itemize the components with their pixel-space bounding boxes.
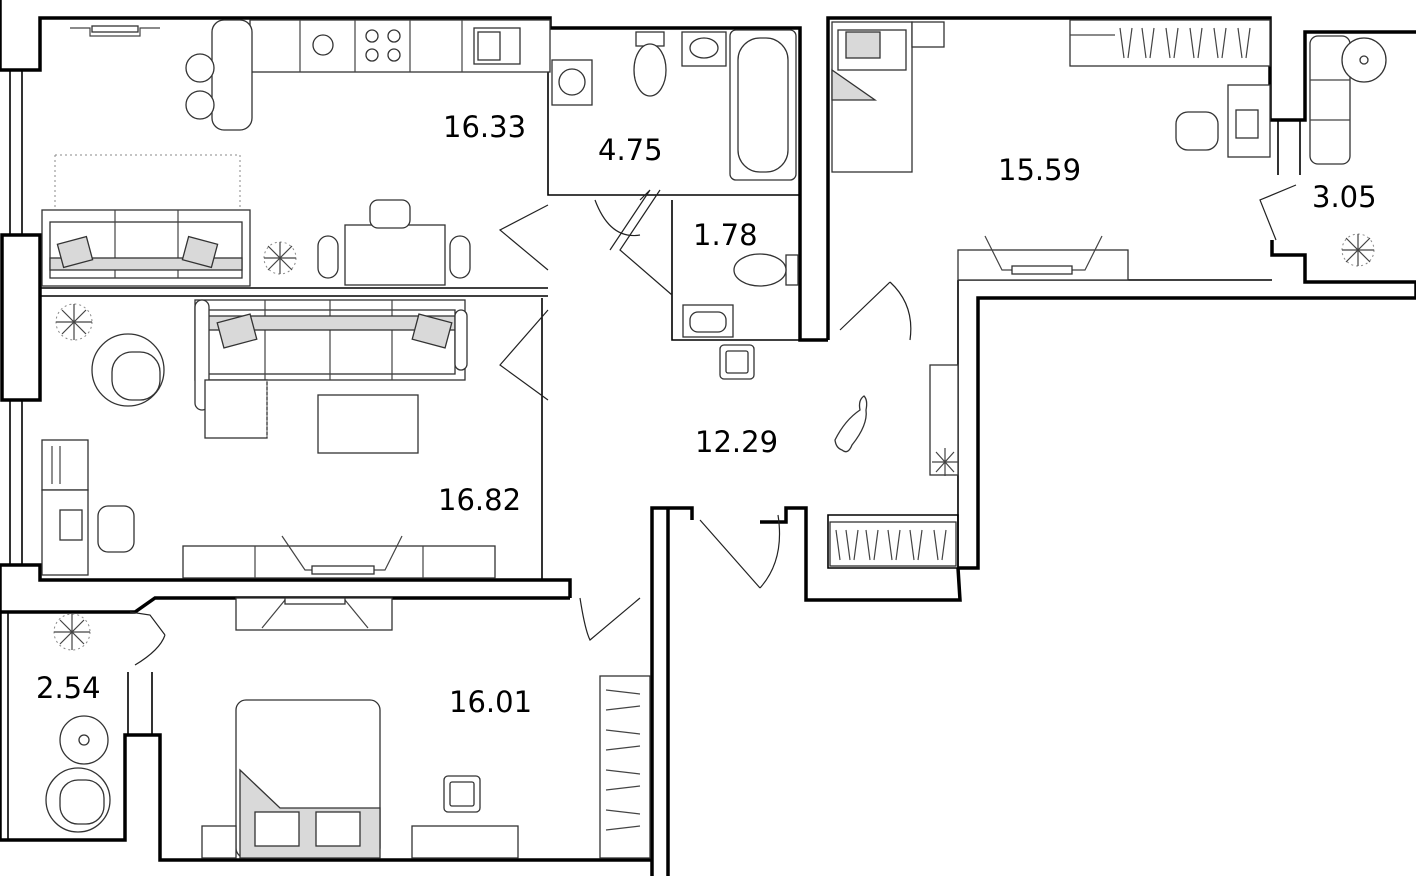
cat-icon: [834, 395, 868, 453]
armchair: [45, 767, 111, 833]
area-label-bedroom-bottom: 16.01: [449, 685, 532, 719]
plant-icon: [1341, 233, 1375, 267]
area-label-bedroom-right: 15.59: [998, 153, 1081, 187]
bedroom-right-furniture: [831, 19, 1271, 281]
area-label-bathroom: 4.75: [598, 133, 663, 167]
wardrobe: [829, 521, 957, 567]
area-label-kitchen-living: 16.33: [443, 110, 526, 144]
hallway-furniture: [829, 364, 959, 567]
doors: [129, 184, 1297, 666]
balcony-right-furniture: [1309, 35, 1387, 267]
area-label-hallway: 12.29: [695, 425, 778, 459]
kitchen-sofa: [41, 209, 251, 287]
dining-table: [317, 199, 471, 286]
bathroom-fixtures: [551, 29, 797, 181]
plant-icon: [263, 241, 297, 275]
living-room-furniture: [41, 299, 496, 579]
plant-icon: [55, 303, 93, 341]
dishwasher-icon: [312, 34, 334, 56]
bedroom-bottom-furniture: [201, 597, 651, 859]
kitchen-furniture: [54, 19, 551, 215]
sink-icon: [473, 27, 521, 65]
area-label-balcony-right: 3.05: [1312, 180, 1377, 214]
armchair: [91, 333, 165, 407]
balcony-left-furniture: [45, 613, 111, 833]
area-label-balcony-left: 2.54: [36, 671, 101, 705]
toilet-fixtures: [682, 253, 799, 380]
plant-icon: [53, 613, 91, 651]
area-labels: 16.33 4.75 1.78 15.59 3.05 16.82 12.29 2…: [36, 110, 1377, 719]
area-label-living-room: 16.82: [438, 483, 521, 517]
area-label-toilet: 1.78: [693, 218, 758, 252]
plant-icon: [932, 448, 958, 476]
stove-icon: [365, 29, 401, 62]
